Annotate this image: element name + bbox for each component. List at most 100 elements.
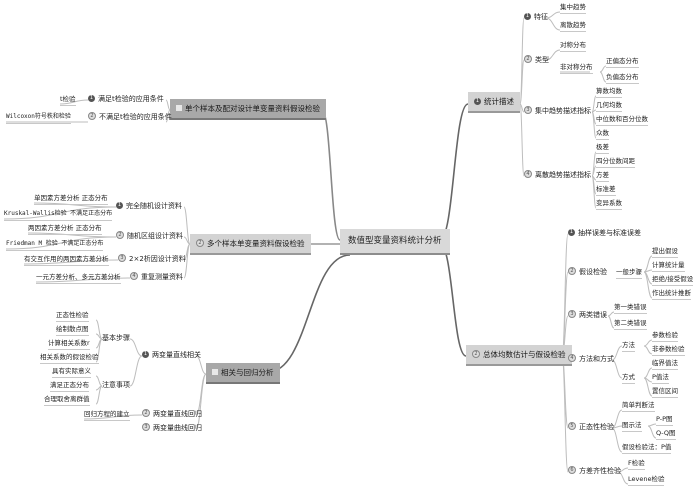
leaf-node[interactable]: 算数均数: [596, 86, 622, 98]
main-node-single-sample-paired-test[interactable]: 单个样本及配对设计单变量资料假设检验: [170, 99, 326, 120]
main-node-label: 单个样本及配对设计单变量资料假设检验: [185, 104, 320, 113]
leaf-node[interactable]: 计算相关系数r: [48, 338, 90, 350]
leaf-node[interactable]: 有交互作用的两因素方差分析: [24, 254, 109, 266]
leaf-node[interactable]: 方差: [596, 170, 609, 182]
main-node-label: 相关与回归分析: [221, 368, 274, 377]
root-label: 数值型变量资料统计分析: [348, 236, 442, 246]
leaf-node[interactable]: 正偏态分布: [606, 56, 639, 68]
connector-line: [183, 206, 191, 245]
leaf-node[interactable]: 第二类错误: [614, 318, 647, 330]
number-1-icon: 1: [474, 97, 481, 105]
connector-line: [5, 236, 117, 250]
leaf-node[interactable]: Wilcoxon符号秩和检验: [6, 112, 71, 124]
connector-line: [195, 373, 207, 430]
leaf-node[interactable]: 两因素方差分析 正态分布: [28, 223, 102, 235]
connector-line: [129, 355, 143, 387]
leaf-node[interactable]: 方法: [622, 340, 635, 352]
leaf-node[interactable]: 非对称分布: [560, 62, 593, 74]
leaf-node[interactable]: 一元方差分析、多元方差分析: [36, 272, 121, 284]
leaf-node[interactable]: 几何均数: [596, 100, 622, 112]
leaf-node[interactable]: 图示法: [622, 420, 642, 432]
connector-line: [195, 355, 207, 375]
main-node-correlation-regression[interactable]: 相关与回归分析: [206, 363, 280, 384]
leaf-node[interactable]: Friedman M 检验 不满足正态分布: [6, 239, 104, 251]
leaf-node[interactable]: t检验: [60, 94, 76, 106]
leaf-node[interactable]: 中位数和百分位数: [596, 114, 648, 126]
leaf-node[interactable]: 对称分布: [560, 40, 586, 52]
connector-line: [611, 427, 623, 453]
root-node[interactable]: 数值型变量资料统计分析: [340, 229, 450, 255]
leaf-node[interactable]: 离散趋势: [560, 20, 586, 32]
leaf-node[interactable]: 拒绝/接受假设: [652, 274, 694, 286]
leaf-node[interactable]: 方式: [622, 372, 635, 384]
leaf-node[interactable]: 满足正态分布: [50, 380, 89, 392]
sub-node[interactable]: 基本步骤: [102, 334, 130, 342]
connector-line: [59, 99, 89, 105]
leaf-node[interactable]: P-P图: [656, 414, 673, 426]
connector-line: [545, 49, 561, 61]
leaf-node[interactable]: 标准差: [596, 184, 616, 196]
leaf-node[interactable]: 变异系数: [596, 198, 622, 210]
square-icon: [176, 105, 182, 111]
connector-line: [545, 17, 561, 31]
leaf-node[interactable]: 集中趋势: [560, 2, 586, 14]
connector-line: [607, 315, 615, 329]
leaf-node[interactable]: 负偏态分布: [606, 72, 639, 84]
leaf-node[interactable]: 合理取舍离群值: [44, 394, 90, 406]
leaf-node[interactable]: 一般步骤: [616, 267, 642, 279]
leaf-node[interactable]: 置信区间: [652, 386, 678, 398]
leaf-node[interactable]: 绘制散点图: [56, 324, 89, 336]
leaf-node[interactable]: 提出假设: [652, 246, 678, 258]
leaf-node[interactable]: P值法: [652, 372, 669, 384]
leaf-node[interactable]: 作出统计推断: [652, 288, 691, 300]
leaf-node[interactable]: 相关系数的假设检验: [40, 352, 99, 364]
leaf-node[interactable]: Levene检验: [628, 474, 665, 486]
leaf-node[interactable]: 单因素方差分析 正态分布: [34, 193, 108, 205]
leaf-node[interactable]: 众数: [596, 128, 609, 140]
leaf-node[interactable]: Q-Q图: [656, 428, 676, 440]
leaf-node[interactable]: 正态性检验: [56, 310, 89, 322]
sub-node[interactable]: 注意事项: [102, 381, 130, 389]
leaf-node[interactable]: 具有实际意义: [52, 366, 91, 378]
leaf-node[interactable]: 假设检验法：P值: [622, 442, 672, 454]
connector-line: [519, 103, 525, 113]
leaf-node[interactable]: 简单判断法: [622, 400, 655, 412]
connector-line: [3, 206, 117, 220]
connector-line: [95, 385, 103, 405]
leaf-node[interactable]: 回归方程的建立: [84, 409, 130, 421]
leaf-node[interactable]: 四分位数间距: [596, 156, 635, 168]
leaf-node[interactable]: Kruskal-Wallis检验 不满足正态分布: [4, 209, 113, 221]
leaf-node[interactable]: 参数检验: [652, 330, 678, 342]
leaf-node[interactable]: 临界值法: [652, 358, 678, 370]
leaf-node[interactable]: 计算统计量: [652, 260, 685, 272]
leaf-node[interactable]: 极差: [596, 142, 609, 154]
leaf-node[interactable]: F检验: [628, 458, 645, 470]
leaf-node[interactable]: 非参数检验: [652, 344, 685, 356]
connector-line: [643, 377, 653, 397]
connector-line: [439, 243, 467, 357]
leaf-node[interactable]: 第一类错误: [614, 302, 647, 314]
connector-line: [545, 11, 561, 19]
